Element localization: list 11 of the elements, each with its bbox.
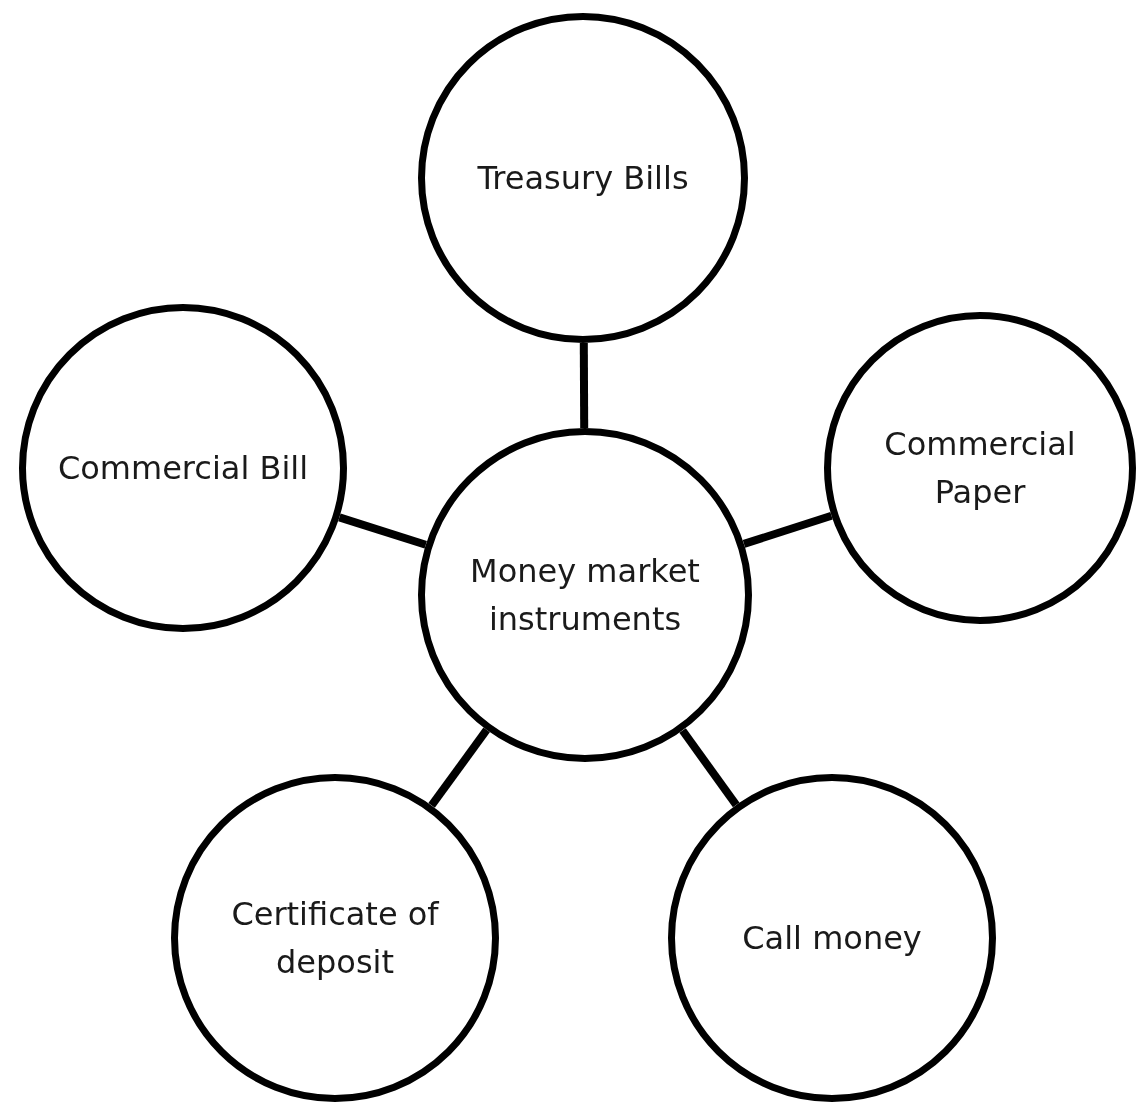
node-label: Commercial Bill (57, 448, 309, 489)
node-label: Call money (742, 918, 922, 959)
node-label: Money market instruments (469, 551, 701, 640)
connector-line (679, 728, 740, 808)
connector-line (742, 511, 833, 548)
node-label: Commercial Paper (883, 424, 1077, 513)
node-label: Certificate of deposit (230, 894, 440, 983)
connector-line (338, 513, 427, 549)
connector-line (428, 727, 490, 808)
node-label: Treasury Bills (477, 158, 689, 199)
connector-line (579, 342, 589, 429)
